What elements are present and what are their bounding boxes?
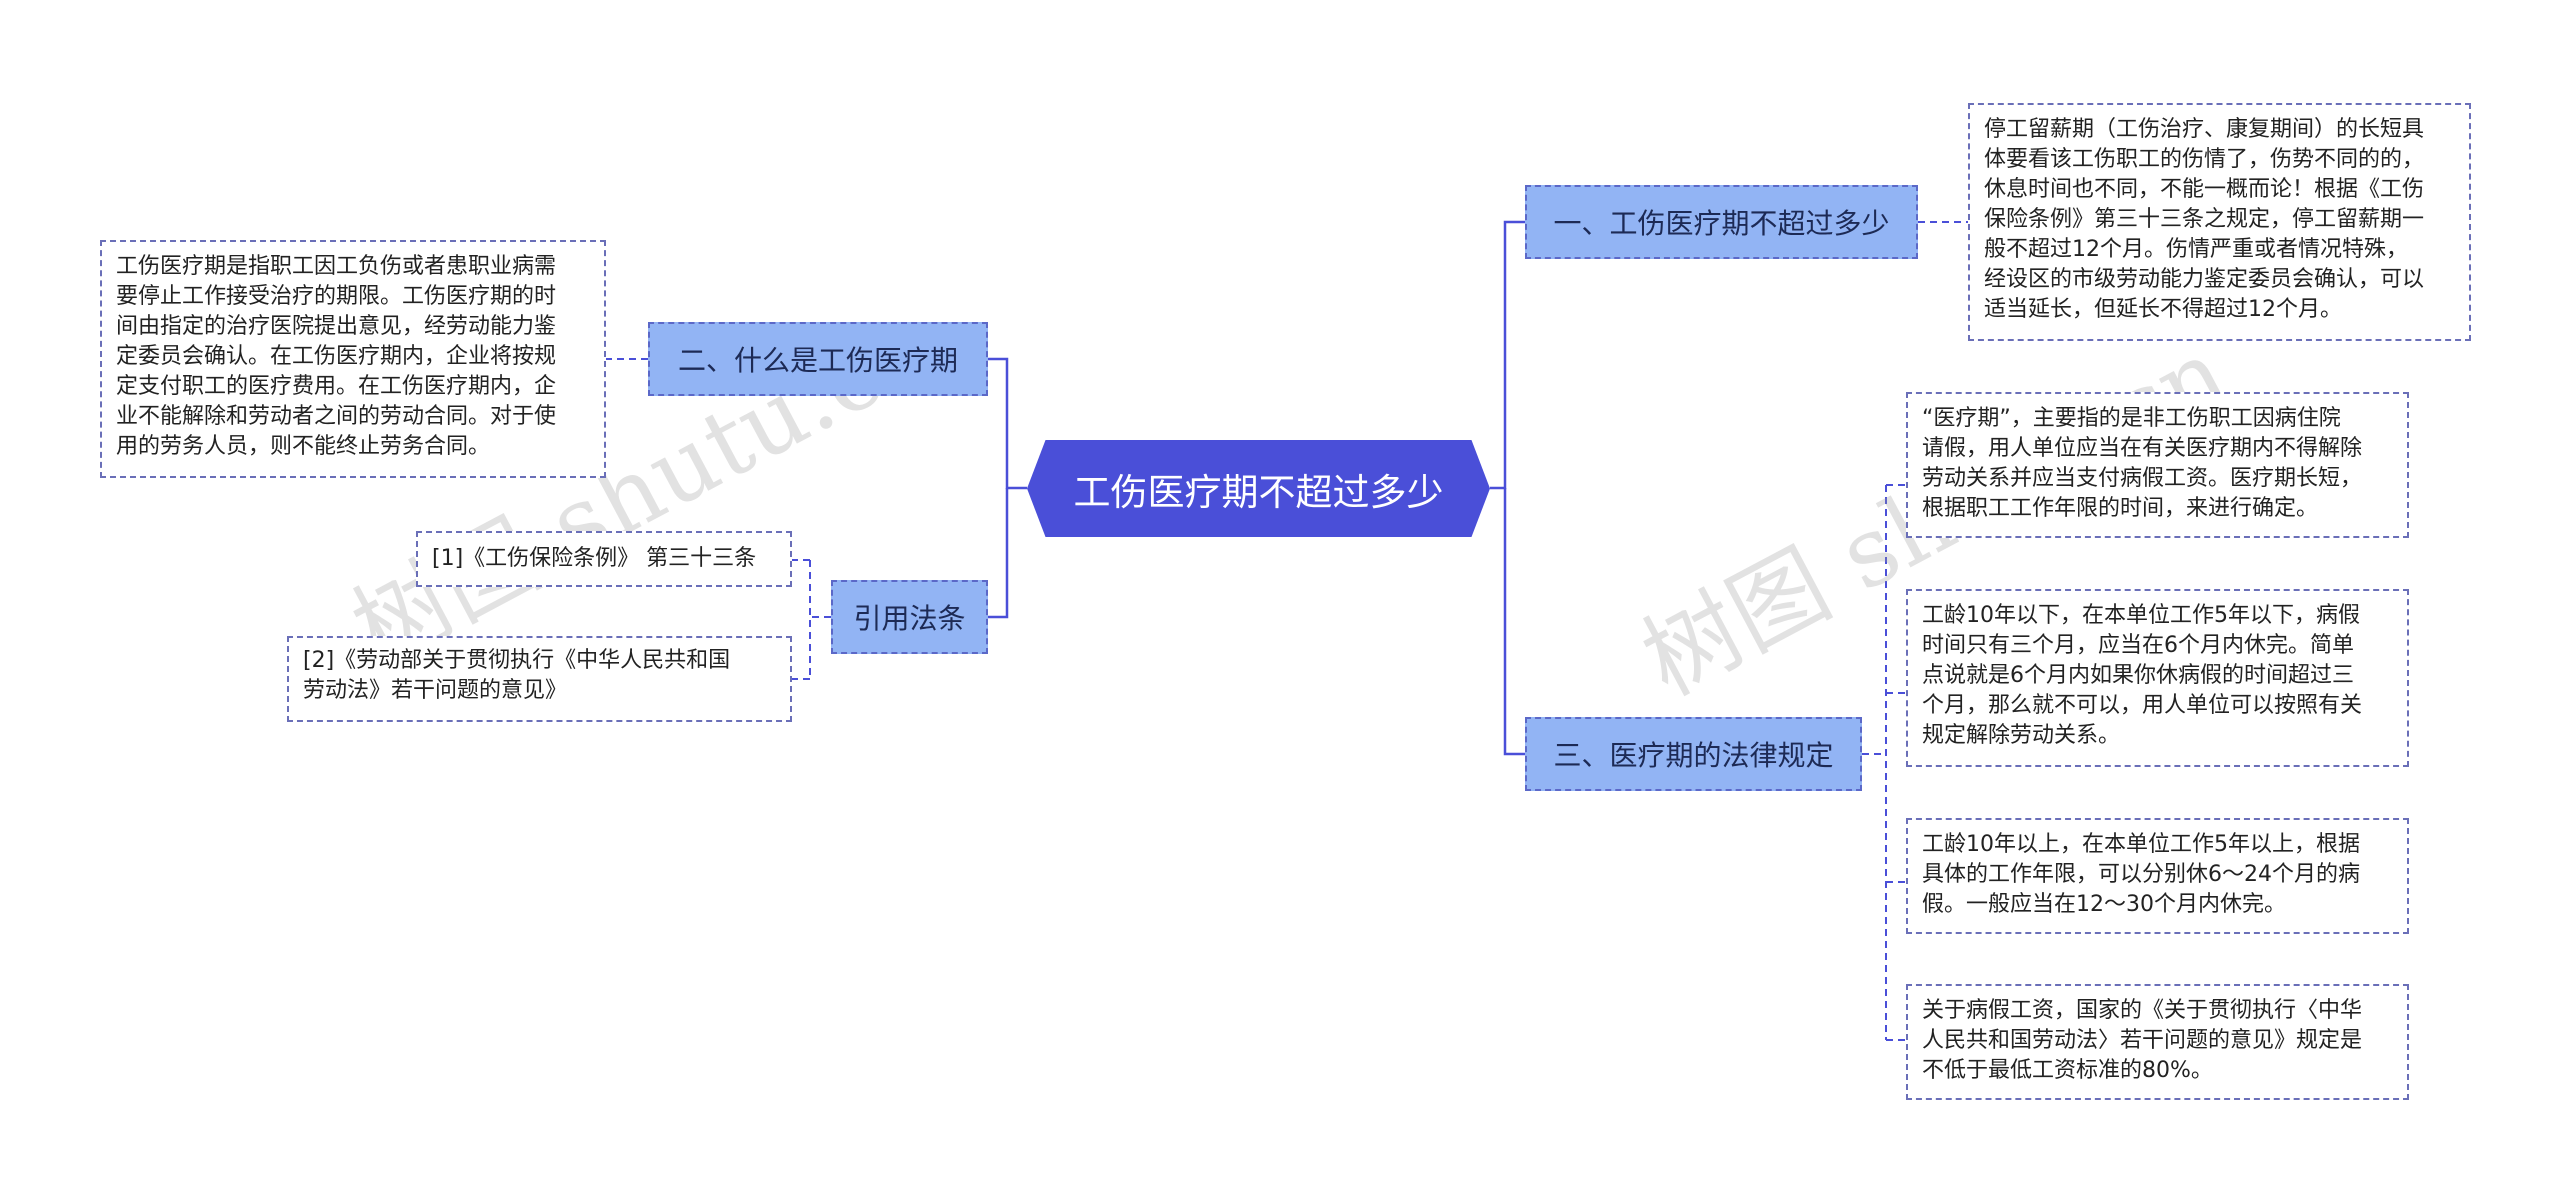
leaf-b3-3[interactable]: 工龄10年以上，在本单位工作5年以上，根据 具体的工作年限，可以分别休6～24个… <box>1906 818 2409 934</box>
leaf-b3-4[interactable]: 关于病假工资，国家的《关于贯彻执行〈中华 人民共和国劳动法〉若干问题的意见》规定… <box>1906 984 2409 1100</box>
link-root-b2 <box>988 357 1027 490</box>
link-root-b1 <box>1490 220 1525 490</box>
branch-b3[interactable]: 三、医疗期的法律规定 <box>1525 717 1862 791</box>
link-root-b3 <box>1503 488 1525 756</box>
link-root-b4 <box>988 488 1009 619</box>
branch-b2[interactable]: 二、什么是工伤医疗期 <box>648 322 988 396</box>
root-topic[interactable]: 工伤医疗期不超过多少 <box>1027 440 1490 537</box>
leaf-b4-2[interactable]: [2]《劳动部关于贯彻执行《中华人民共和国 劳动法》若干问题的意见》 <box>287 636 792 722</box>
leaf-b3-2[interactable]: 工龄10年以下，在本单位工作5年以下，病假 时间只有三个月，应当在6个月内休完。… <box>1906 589 2409 767</box>
link-b3-leaves <box>1862 484 1906 1041</box>
link-b4-leaves <box>792 559 831 680</box>
leaf-b4-1[interactable]: [1]《工伤保险条例》 第三十三条 <box>416 531 792 587</box>
branch-b1[interactable]: 一、工伤医疗期不超过多少 <box>1525 185 1918 259</box>
leaf-b3-1[interactable]: “医疗期”，主要指的是非工伤职工因病住院 请假，用人单位应当在有关医疗期内不得解… <box>1906 392 2409 538</box>
leaf-b1-1[interactable]: 停工留薪期（工伤治疗、康复期间）的长短具 体要看该工伤职工的伤情了，伤势不同的的… <box>1968 103 2471 341</box>
leaf-b2-1[interactable]: 工伤医疗期是指职工因工负伤或者患职业病需 要停止工作接受治疗的期限。工伤医疗期的… <box>100 240 606 478</box>
branch-b4[interactable]: 引用法条 <box>831 580 988 654</box>
